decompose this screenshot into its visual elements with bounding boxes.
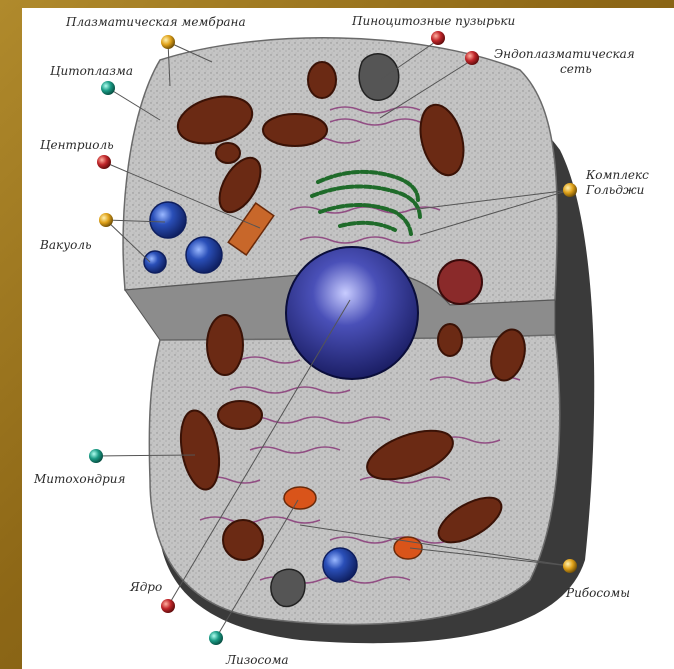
nucleus	[286, 247, 418, 379]
pinocytic-vesicle-2	[271, 569, 305, 606]
label-er-line1: Эндоплазматическая	[494, 47, 635, 61]
label-er-line2: сеть	[560, 62, 592, 76]
pinocytic-vesicle	[359, 54, 398, 100]
label-centriole: Центриоль	[40, 138, 114, 152]
label-lysosome: Лизосома	[226, 653, 289, 667]
label-mitochondria: Митохондрия	[34, 472, 125, 486]
label-pinocytic-vesicles: Пиноцитозные пузырьки	[352, 14, 515, 28]
label-vacuole: Вакуоль	[40, 238, 92, 252]
label-nucleus: Ядро	[130, 580, 162, 594]
label-ribosomes: Рибосомы	[566, 586, 630, 600]
dense-body	[438, 260, 482, 304]
label-golgi-line2: Гольджи	[586, 183, 644, 197]
label-golgi-line1: Комплекс	[586, 168, 649, 182]
label-plasma-membrane: Плазматическая мембрана	[66, 15, 246, 29]
label-cytoplasm: Цитоплазма	[50, 64, 133, 78]
